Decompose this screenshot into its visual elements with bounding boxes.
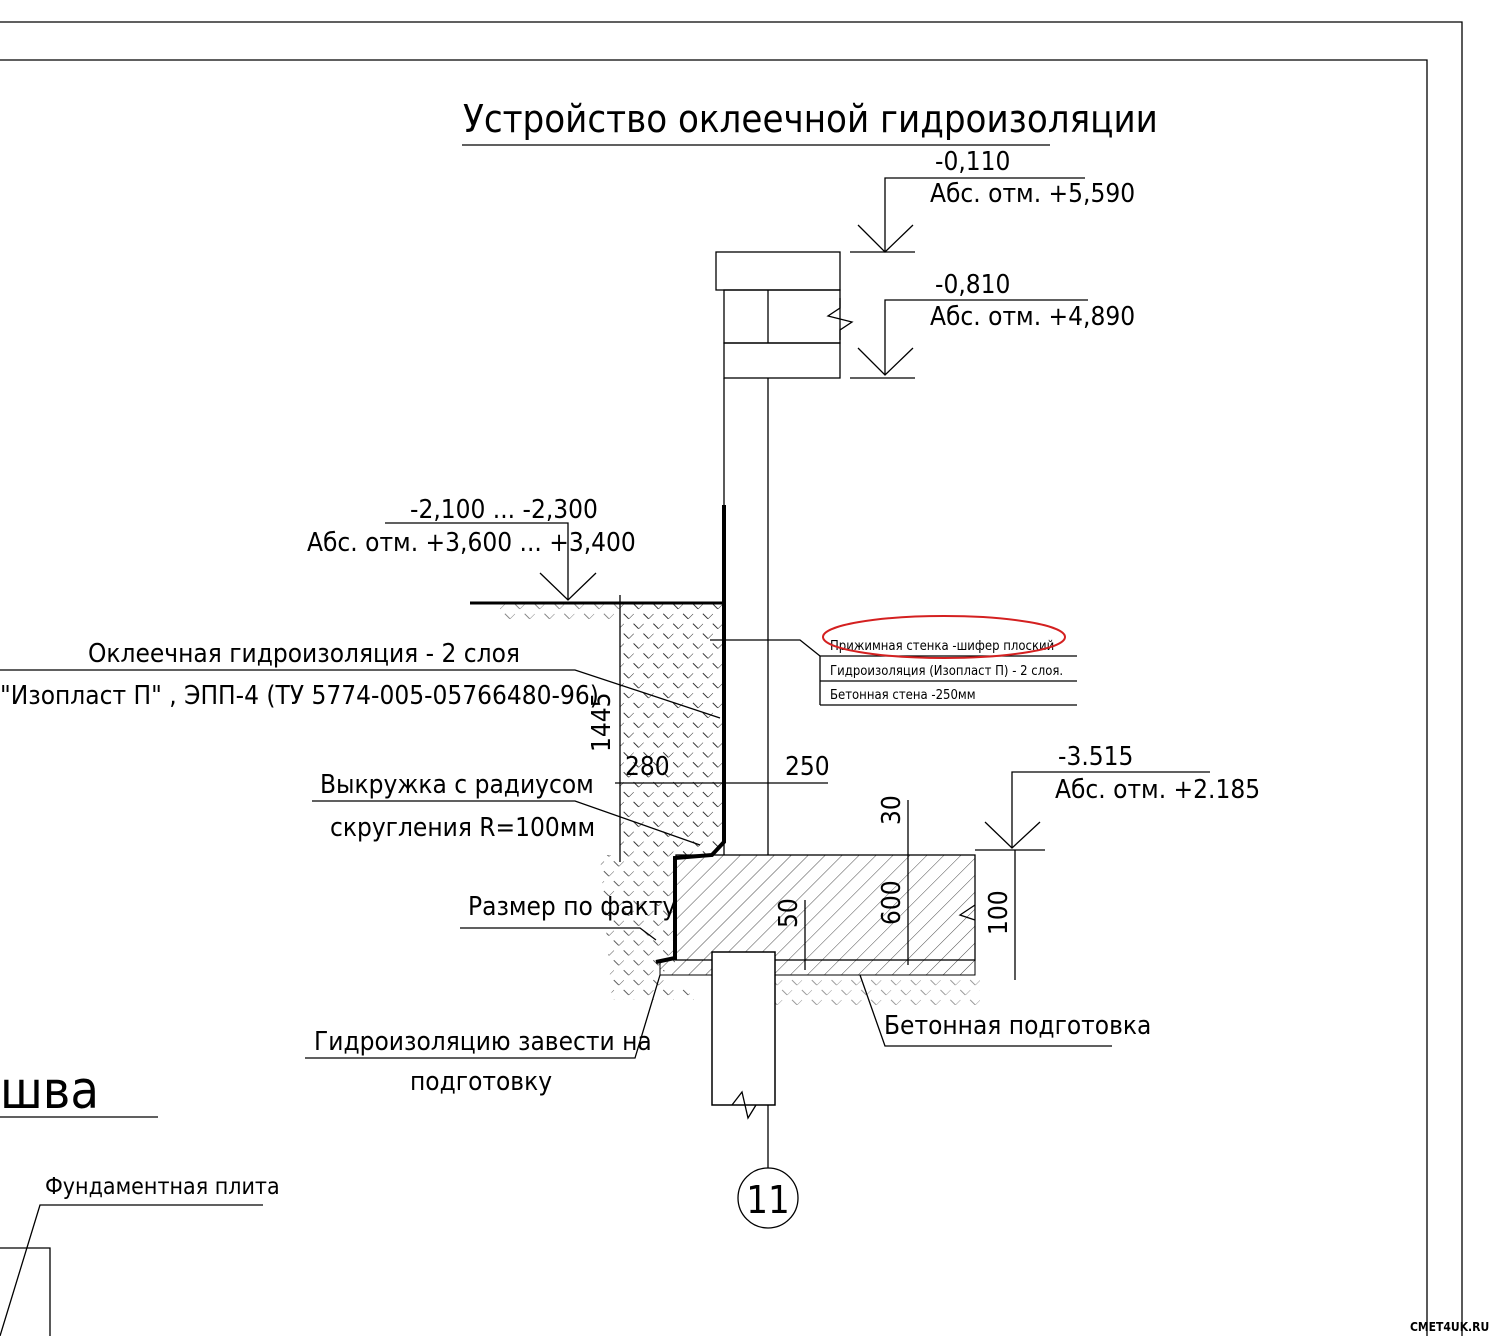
layer-row: Гидроизоляция (Изопласт П) - 2 слоя.	[830, 664, 1063, 679]
level-absolute: Абс. отм. +2.185	[1055, 775, 1260, 805]
note-text: "Изопласт П" , ЭПП-4 (ТУ 5774-005-057664…	[0, 681, 599, 711]
note-text: Размер по факту	[468, 892, 676, 922]
level-mark-2: -0,810 Абс. отм. +4,890	[850, 270, 1135, 379]
notes: Оклеечная гидроизоляция - 2 слоя "Изопла…	[0, 639, 1151, 1336]
soil-backfill	[470, 601, 724, 1000]
level-mark-3: -2,100 ... -2,300 Абс. отм. +3,600 ... +…	[307, 495, 636, 601]
level-relative: -3.515	[1058, 742, 1133, 772]
level-relative: -2,100 ... -2,300	[410, 495, 598, 525]
watermark: СМЕТ4UK.RU	[1410, 1320, 1489, 1334]
highlight-ellipse	[822, 615, 1066, 659]
level-absolute: Абс. отм. +3,600 ... +3,400	[307, 528, 636, 558]
level-mark-1: -0,110 Абс. отм. +5,590	[850, 147, 1135, 253]
dim-30: 30	[877, 795, 907, 825]
note-text: скругления R=100мм	[330, 813, 595, 843]
drawing-title: Устройство оклеечной гидроизоляции	[463, 97, 1158, 141]
dimensions: 1445 280 250 30 600 50 100	[587, 595, 1016, 980]
layers-table: Прижимная стенка -шифер плоский Гидроизо…	[710, 615, 1077, 706]
layer-row: Бетонная стена -250мм	[830, 688, 976, 703]
pile	[711, 951, 776, 1106]
note-text: Бетонная подготовка	[884, 1011, 1151, 1041]
level-absolute: Абс. отм. +5,590	[930, 179, 1135, 209]
level-mark-4: -3.515 Абс. отм. +2.185	[975, 742, 1260, 851]
note-text: Оклеечная гидроизоляция - 2 слоя	[88, 639, 520, 669]
dim-1445: 1445	[587, 692, 617, 752]
dim-50: 50	[774, 898, 804, 928]
dim-600: 600	[877, 880, 907, 925]
axis-label: 11	[746, 1178, 790, 1222]
dim-280: 280	[625, 752, 670, 782]
level-relative: -0,810	[935, 270, 1010, 300]
note-text: Выкружка с радиусом	[320, 770, 594, 800]
dim-100: 100	[984, 890, 1014, 935]
axis-bubble	[737, 1167, 799, 1229]
note-text: Гидроизоляцию завести на	[314, 1027, 652, 1057]
level-relative: -0,110	[935, 147, 1010, 177]
note-text: Фундаментная плита	[45, 1174, 280, 1200]
note-text: подготовку	[410, 1067, 552, 1097]
sheet-frame	[0, 21, 1463, 1336]
note-text: шва	[0, 1061, 99, 1121]
layer-row: Прижимная стенка -шифер плоский	[830, 639, 1054, 654]
level-absolute: Абс. отм. +4,890	[930, 302, 1135, 332]
dim-250: 250	[785, 752, 830, 782]
foundation-slab: 11	[659, 854, 980, 1229]
